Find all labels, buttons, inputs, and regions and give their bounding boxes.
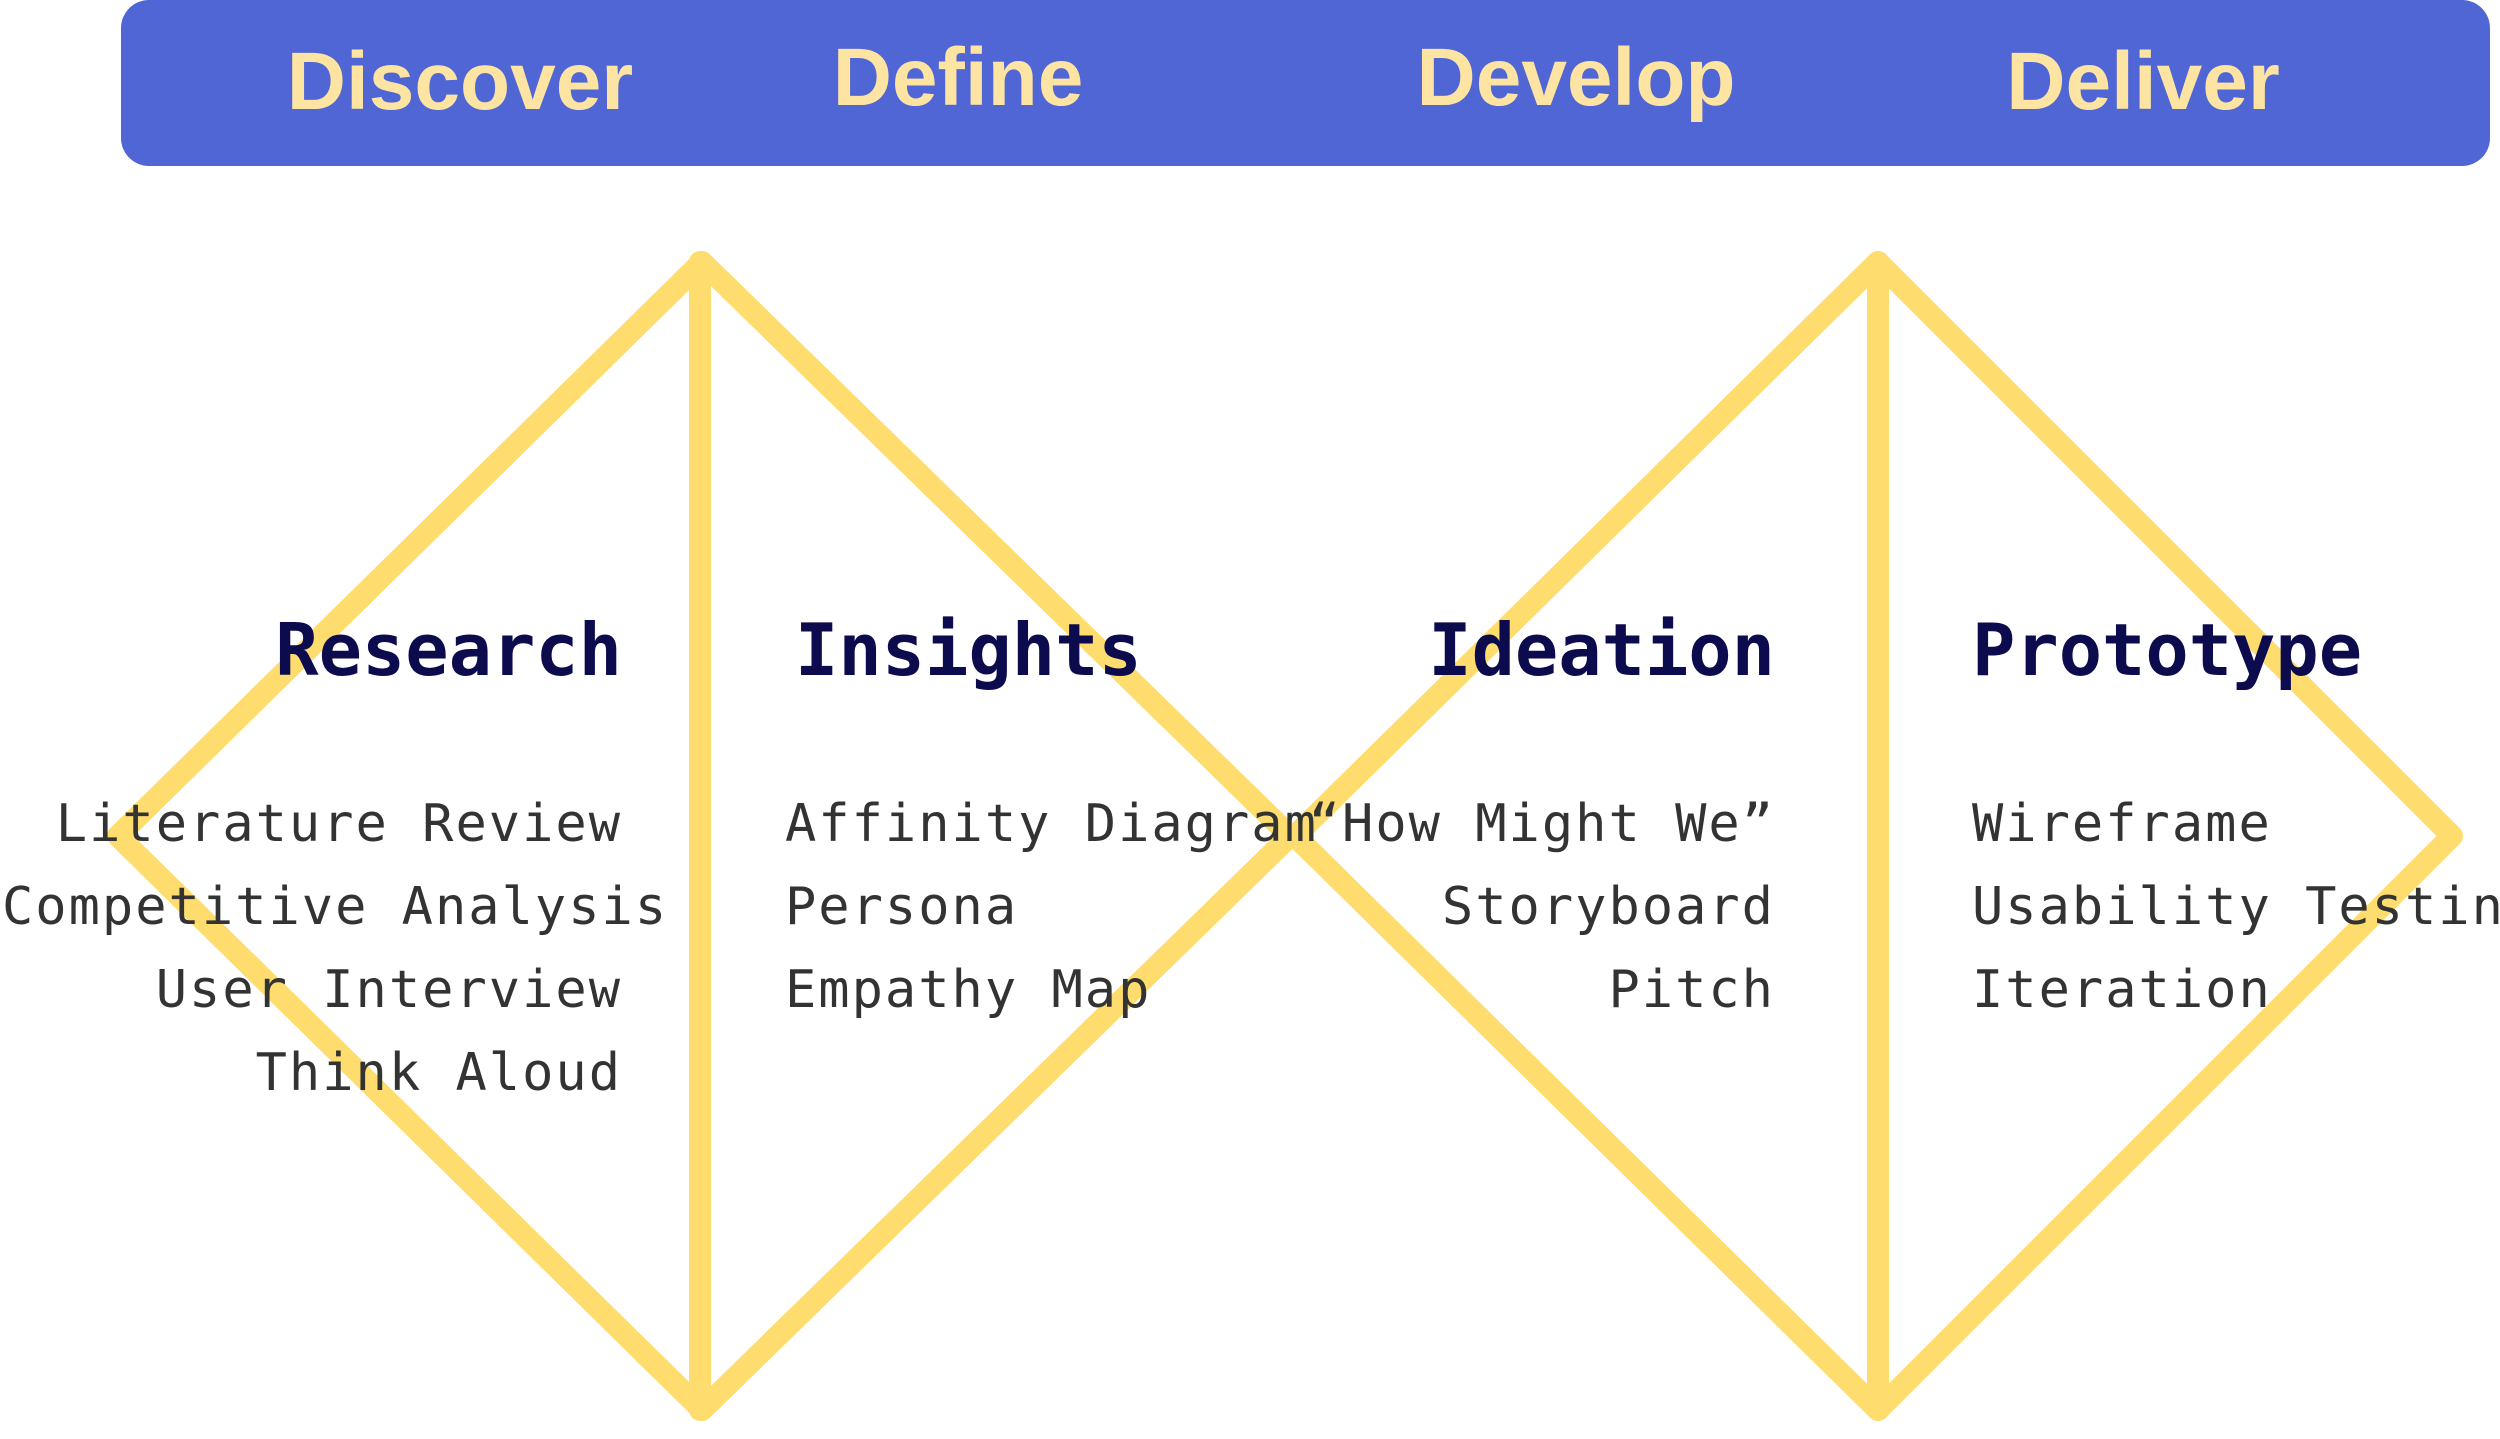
phase-label-develop: Develop — [1416, 32, 1736, 123]
stage-title: Prototype — [1972, 608, 2363, 692]
method-list: Affinity Diagram Persona Empathy Map — [785, 783, 1405, 1032]
phase-label-discover: Discover — [286, 36, 634, 127]
phase-label-deliver: Deliver — [2006, 36, 2280, 127]
method-list: Wireframe Usability Testing Iteration — [1972, 783, 2500, 1032]
method-list: “How Might We” Storyboard Pitch — [1155, 783, 1775, 1032]
phase-label-define: Define — [832, 32, 1084, 123]
stage-ideation: Ideation “How Might We” Storyboard Pitch — [1155, 605, 1775, 1032]
method-item: Storyboard — [1441, 877, 1775, 937]
method-item: Usability Testing — [1972, 877, 2500, 937]
phase-header-bar — [121, 0, 2490, 166]
method-item: Literature Review — [55, 794, 622, 854]
stage-insights: Insights Affinity Diagram Persona Empath… — [785, 605, 1405, 1032]
method-item: Think Aloud — [255, 1043, 622, 1103]
method-item: Empathy Map — [785, 960, 1152, 1020]
stage-research: Research Literature Review Competitive A… — [2, 605, 669, 1115]
stage-title: Research — [275, 608, 622, 692]
method-list: Literature Review Competitive Analysis U… — [2, 783, 669, 1115]
method-item: Persona — [785, 877, 1019, 937]
method-item: “How Might We” — [1308, 794, 1775, 854]
method-item: Iteration — [1972, 960, 2272, 1020]
method-item: User Interview — [155, 960, 622, 1020]
stage-title: Insights — [795, 608, 1142, 692]
stage-title: Ideation — [1428, 608, 1775, 692]
method-item: Pitch — [1608, 960, 1775, 1020]
method-item: Affinity Diagram — [785, 794, 1318, 854]
method-item: Competitive Analysis — [2, 877, 669, 937]
stage-prototype: Prototype Wireframe Usability Testing It… — [1972, 605, 2500, 1032]
method-item: Wireframe — [1972, 794, 2272, 854]
